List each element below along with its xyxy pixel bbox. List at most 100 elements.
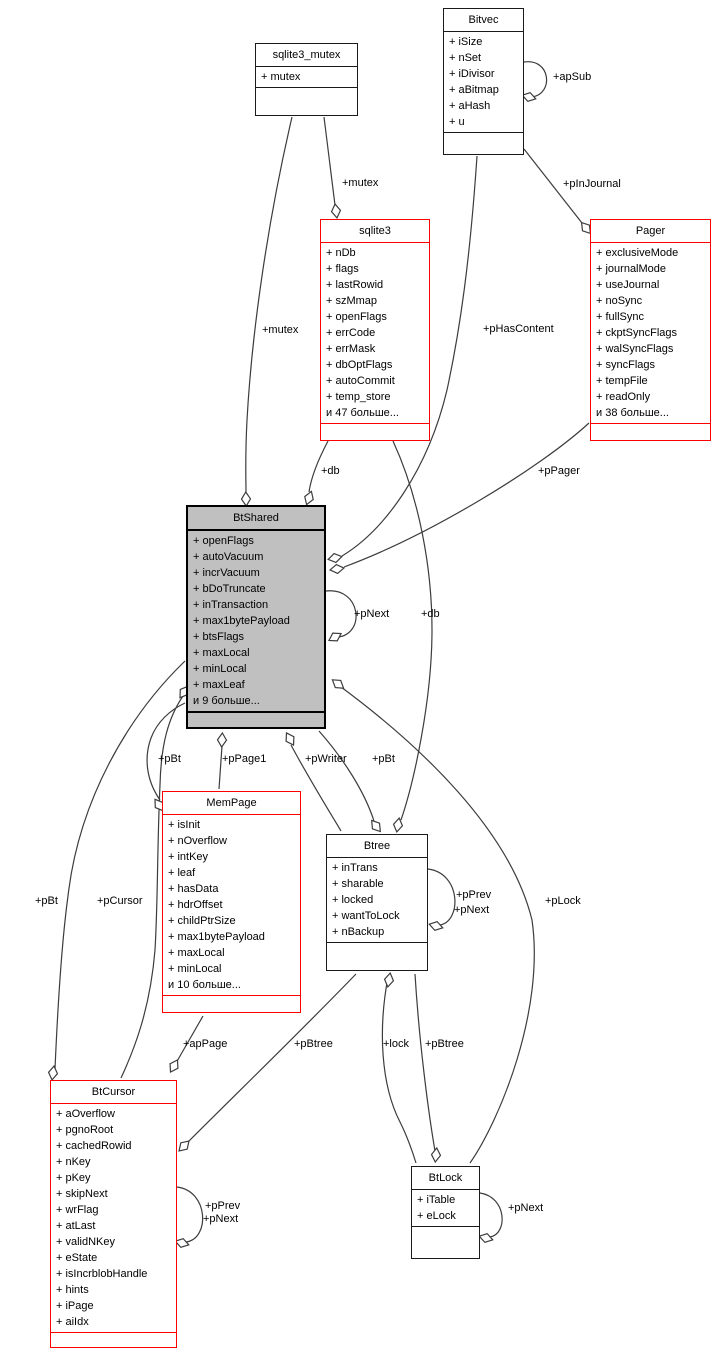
class-title: sqlite3_mutex <box>272 49 341 61</box>
class-empty-section <box>51 1333 176 1347</box>
class-sqlite3-mutex[interactable]: sqlite3_mutex + mutex <box>255 43 358 116</box>
class-mempage[interactable]: MemPage + isInit+ nOverflow+ intKey+ lea… <box>162 791 301 1013</box>
edge-label-ppage1: +pPage1 <box>222 753 267 765</box>
edge-label-plock: +pLock <box>545 895 581 907</box>
class-title: Btree <box>363 840 391 852</box>
diamond-pnext-btshared <box>327 632 343 642</box>
class-attribute: + intKey <box>168 851 209 863</box>
class-attribute: + aHash <box>449 100 491 112</box>
class-attribute: + max1bytePayload <box>168 931 265 943</box>
class-attribute: + journalMode <box>596 263 667 275</box>
edge-appage <box>175 1015 204 1064</box>
edge-db-btshared <box>308 440 329 493</box>
diamond-pbt-btree <box>371 819 381 833</box>
class-attrs: + iTable + eLock <box>412 1189 479 1227</box>
class-sqlite3[interactable]: sqlite3 + nDb+ flags+ lastRowid+ szMmap+… <box>320 219 430 441</box>
class-attribute: + useJournal <box>596 279 660 291</box>
diamond-apsub <box>521 91 537 103</box>
class-attribute: + bDoTruncate <box>193 583 266 595</box>
class-attribute: + autoCommit <box>326 375 395 387</box>
class-attribute: + leaf <box>168 867 196 879</box>
class-attribute: + pKey <box>56 1172 91 1184</box>
diamond-lock <box>383 972 395 988</box>
diamond-pwriter <box>285 731 295 747</box>
class-btcursor[interactable]: BtCursor + aOverflow+ pgnoRoot+ cachedRo… <box>50 1080 177 1348</box>
class-empty-section <box>591 424 710 440</box>
class-bitvec[interactable]: Bitvec + iSize+ nSet+ iDivisor+ aBitmap+… <box>443 8 524 155</box>
class-attribute: + aOverflow <box>56 1108 115 1120</box>
edge-pnext-btlock-loop <box>479 1192 503 1238</box>
class-attrs: + mutex <box>256 66 357 88</box>
diamond-mutex-sqlite3 <box>330 202 342 220</box>
class-attrs: + iSize+ nSet+ iDivisor+ aBitmap+ aHash+… <box>444 31 523 133</box>
class-attribute: + nKey <box>56 1156 91 1168</box>
class-attribute: + aiIdx <box>56 1316 89 1328</box>
class-attribute: + openFlags <box>326 311 387 323</box>
class-attribute: + openFlags <box>193 535 254 547</box>
class-attribute: + tempFile <box>596 375 648 387</box>
class-attribute: + eState <box>56 1252 98 1264</box>
edge-label-pnext-btlock: +pNext <box>508 1202 544 1214</box>
diamond-pbtree-btlock <box>430 1146 442 1164</box>
diamond-pbtree-btcursor <box>178 1140 190 1152</box>
class-btshared[interactable]: BtShared + openFlags+ autoVacuum+ incrVa… <box>186 505 326 729</box>
edge-pbt-mempage <box>146 702 186 801</box>
class-attribute: и 47 больше... <box>326 407 399 419</box>
edge-label-pnext-btshared: +pNext <box>354 608 390 620</box>
edge-pnext-btshared-loop <box>325 590 357 638</box>
edge-apsub-loop <box>523 61 548 98</box>
class-attribute: + iTable <box>417 1194 456 1206</box>
class-attribute: + exclusiveMode <box>596 247 679 259</box>
class-attribute: + hasData <box>168 883 219 895</box>
class-empty-section <box>188 713 324 727</box>
edge-label-phascontent: +pHasContent <box>483 323 554 335</box>
edge-label-lock: +lock <box>383 1038 409 1050</box>
edge-ppage1 <box>218 745 223 790</box>
edge-pbtree-btcursor <box>186 973 357 1144</box>
class-title: MemPage <box>206 797 257 809</box>
class-attribute: + wantToLock <box>332 910 400 922</box>
class-attribute: + inTransaction <box>193 599 269 611</box>
edge-label-pnext-btcursor: +pNext <box>203 1213 239 1225</box>
edge-db-btree <box>392 440 433 821</box>
edge-label-pcursor: +pCursor <box>97 895 143 907</box>
class-attribute: + lastRowid <box>326 279 384 291</box>
edge-label-db-btree: +db <box>421 608 440 620</box>
class-attribute: + ckptSyncFlags <box>596 327 678 339</box>
class-attribute: + noSync <box>596 295 643 307</box>
edge-label-pbtree-btlock: +pBtree <box>425 1038 464 1050</box>
class-title: sqlite3 <box>359 225 391 237</box>
edge-phascontent <box>341 155 478 557</box>
class-empty-section <box>256 88 357 115</box>
class-attribute: + cachedRowid <box>56 1140 132 1152</box>
class-btree[interactable]: Btree + inTrans+ sharable+ locked+ wantT… <box>326 834 428 971</box>
edge-lock <box>381 976 417 1164</box>
edge-label-pprev-btree: +pPrev <box>456 889 492 901</box>
class-attribute: + errMask <box>326 343 376 355</box>
class-attribute: и 9 больше... <box>193 695 260 707</box>
class-attribute: + syncFlags <box>596 359 655 371</box>
class-attribute: + hints <box>56 1284 89 1296</box>
edge-label-ppager: +pPager <box>538 465 580 477</box>
class-btlock[interactable]: BtLock + iTable+ eLock <box>411 1166 480 1259</box>
diamond-pnext-btlock-loop <box>478 1232 494 1244</box>
class-attribute: + isIncrblobHandle <box>56 1268 148 1280</box>
diamond-db-btree <box>392 817 404 833</box>
class-empty-section <box>444 133 523 154</box>
class-attribute: + minLocal <box>168 963 222 975</box>
class-pager[interactable]: Pager + exclusiveMode+ journalMode+ useJ… <box>590 219 711 441</box>
class-attribute: + autoVacuum <box>193 551 264 563</box>
class-attribute: + dbOptFlags <box>326 359 393 371</box>
diamond-ppage1 <box>216 731 228 749</box>
diamond-phascontent <box>327 552 343 564</box>
class-attribute: + nBackup <box>332 926 385 938</box>
edge-pbt-btree <box>318 730 375 822</box>
class-empty-section <box>327 943 427 970</box>
class-attribute: + eLock <box>417 1210 456 1222</box>
edge-pprev-pnext-btree-loop <box>427 868 456 926</box>
class-attribute: и 38 больше... <box>596 407 669 419</box>
edge-label-pbtree-btcursor: +pBtree <box>294 1038 333 1050</box>
diamond-db-btshared <box>304 490 314 506</box>
diamond-plock <box>331 679 345 689</box>
